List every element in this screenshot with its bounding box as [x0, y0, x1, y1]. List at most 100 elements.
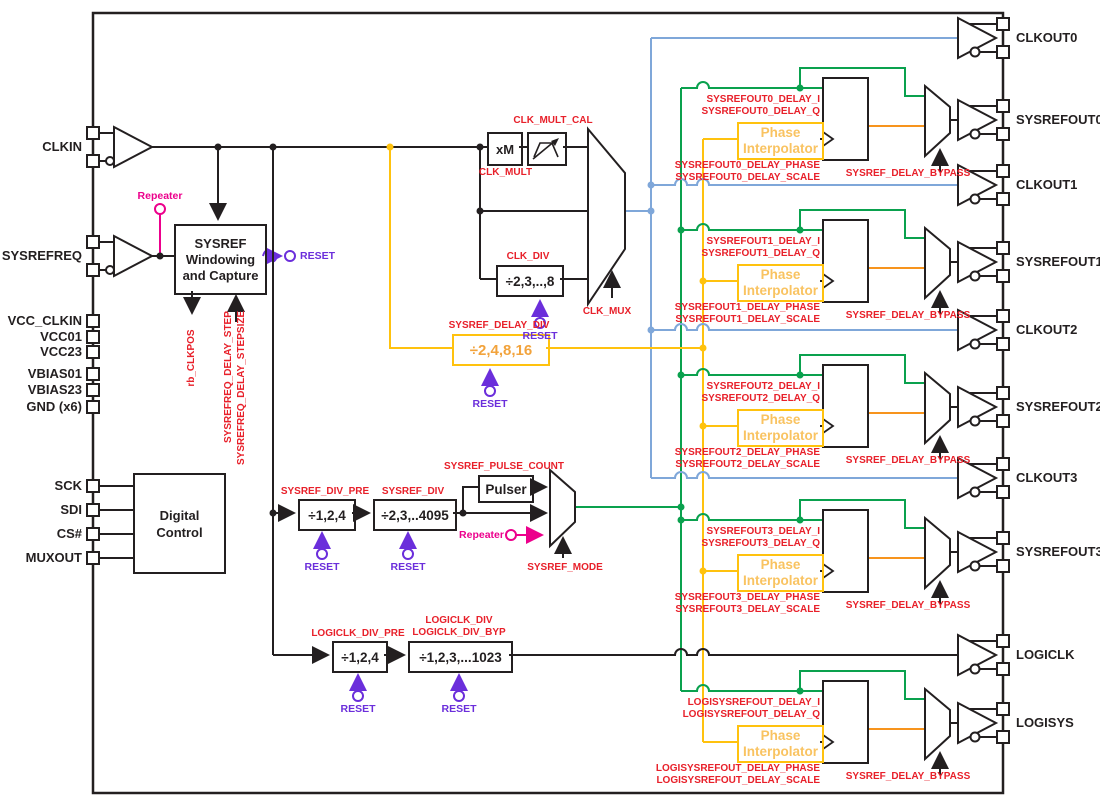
clk-mult-cal-block [527, 132, 567, 166]
sysrefout3-buffer [957, 530, 1010, 574]
pin-label-vbias01: VBIAS01 [27, 366, 82, 381]
reg-chL-bypass: SYSREF_DELAY_BYPASS [845, 771, 971, 782]
windowing-line2: Windowing [185, 251, 256, 267]
bypass-mux [924, 225, 951, 301]
piL-line2: Interpolator [742, 744, 818, 759]
logiclk-div-pre-value: ÷1,2,4 [341, 649, 379, 665]
clk-mult-block: xM [487, 132, 523, 166]
reg-chL-delay-phase: LOGISYSREFOUT_DELAY_PHASE [655, 763, 820, 774]
sysrefout1-buffer [957, 240, 1010, 284]
reg-ch1-delay-q: SYSREFOUT1_DELAY_Q [701, 248, 820, 259]
reg-clk-mult-cal: CLK_MULT_CAL [513, 115, 593, 126]
xm-label: xM [495, 141, 515, 157]
pin-label-sysrefout1: SYSREFOUT1 [1016, 254, 1100, 269]
sysrefout0-buffer [957, 98, 1010, 142]
output-buffers [957, 16, 1010, 745]
reg-ch3-delay-i: SYSREFOUT3_DELAY_I [706, 526, 820, 537]
reg-sysref-mode: SYSREF_MODE [527, 562, 603, 573]
pi1-line1: Phase [760, 267, 801, 282]
reg-ch2-delay-q: SYSREFOUT2_DELAY_Q [701, 393, 820, 404]
junction-dots [156, 143, 707, 575]
logiclk-div-value: ÷1,2,3,...1023 [419, 649, 502, 665]
capture-ff [822, 77, 869, 161]
repeater-top [154, 203, 166, 254]
digital-line1: Digital [159, 507, 200, 523]
sysref-channel-1 [681, 209, 958, 314]
pin-label-clkout0: CLKOUT0 [1016, 30, 1078, 45]
logisys-buffer [957, 701, 1010, 745]
delay-trunk [389, 139, 704, 742]
clkout-feeds [651, 37, 958, 479]
pi2-line2: Interpolator [742, 428, 818, 443]
reg-ch2-delay-scale: SYSREFOUT2_DELAY_SCALE [675, 459, 820, 470]
piL-line1: Phase [760, 728, 801, 743]
pin-label-vbias23: VBIAS23 [27, 382, 82, 397]
pi0-line1: Phase [760, 125, 801, 140]
capture-ff [822, 680, 869, 764]
bypass-mux [924, 83, 951, 159]
pin-label-clkout3: CLKOUT3 [1016, 470, 1078, 485]
sysref-div-value: ÷2,3,..4095 [381, 507, 449, 523]
clkout3-buffer [957, 456, 1010, 500]
logisys-channel [681, 670, 958, 775]
sysref-div-pre-block: ÷1,2,4 [298, 499, 356, 531]
waveform-cal-icon [532, 138, 559, 160]
clk-div-block: ÷2,3,..,8 [496, 265, 564, 297]
pin-label-clkout2: CLKOUT2 [1016, 322, 1078, 337]
reg-sysrefreq-delay-stepsize: SYSREFREQ_DELAY_STEPSIZE [236, 310, 247, 465]
repeater-label-mux: Repeater [459, 529, 504, 541]
reg-ch0-bypass: SYSREF_DELAY_BYPASS [845, 168, 971, 179]
reg-clk-div: CLK_DIV [506, 251, 550, 262]
reg-sysref-pulse-count: SYSREF_PULSE_COUNT [443, 461, 565, 472]
pin-label-vcc-clkin: VCC_CLKIN [7, 313, 82, 328]
pin-label-vcc23: VCC23 [40, 344, 82, 359]
left-pins [86, 126, 100, 565]
reg-rb-clkpos: rb_CLKPOS [186, 329, 197, 387]
reset-label-sysref-delay-div: RESET [472, 398, 508, 410]
pulser-label: Pulser [485, 481, 527, 497]
sysref-channel-3 [681, 499, 958, 604]
capture-ff [822, 219, 869, 303]
reset-label-clk-div: RESET [522, 330, 558, 342]
pi0-line2: Interpolator [742, 141, 818, 156]
reg-ch0-delay-i: SYSREFOUT0_DELAY_I [706, 94, 820, 105]
pin-label-vcc01: VCC01 [40, 329, 82, 344]
clock-trunk [625, 38, 652, 478]
clkin-input [99, 125, 487, 169]
pi3-line2: Interpolator [742, 573, 818, 588]
sysref-div-block: ÷2,3,..4095 [373, 499, 457, 531]
logiclk-buffer [957, 633, 1010, 677]
reg-ch0-delay-phase: SYSREFOUT0_DELAY_PHASE [674, 160, 820, 171]
reg-chL-delay-i: LOGISYSREFOUT_DELAY_I [687, 697, 820, 708]
pulser-block: Pulser [478, 475, 534, 503]
reg-ch2-delay-i: SYSREFOUT2_DELAY_I [706, 381, 820, 392]
pin-label-sysrefreq: SYSREFREQ [1, 248, 82, 263]
reg-clk-mult: CLK_MULT [478, 167, 533, 178]
pin-label-clkout1: CLKOUT1 [1016, 177, 1078, 192]
reg-sysref-div: SYSREF_DIV [381, 486, 445, 497]
reset-label-windowing: RESET [300, 250, 336, 262]
reg-sysrefreq-delay-step: SYSREFREQ_DELAY_STEP [223, 311, 234, 443]
reg-ch0-delay-scale: SYSREFOUT0_DELAY_SCALE [675, 172, 820, 183]
pin-label-muxout: MUXOUT [25, 550, 82, 565]
reset-label-sysref-div: RESET [390, 561, 426, 573]
pin-label-clkin: CLKIN [42, 139, 82, 154]
reg-ch2-bypass: SYSREF_DELAY_BYPASS [845, 455, 971, 466]
clkout1-buffer [957, 163, 1010, 207]
bypass-mux [924, 686, 951, 762]
reg-chL-delay-scale: LOGISYSREFOUT_DELAY_SCALE [656, 775, 820, 786]
sysref-delay-div-block: ÷2,4,8,16 [452, 334, 550, 366]
reg-ch3-delay-phase: SYSREFOUT3_DELAY_PHASE [674, 592, 820, 603]
capture-ff [822, 364, 869, 448]
pin-label-gnd: GND (x6) [26, 399, 82, 414]
sysref-div-chain [272, 147, 576, 655]
pi1-line2: Interpolator [742, 283, 818, 298]
reg-logiclk-div: LOGICLK_DIV [425, 615, 493, 626]
sysref-channel-2 [681, 354, 958, 459]
reg-ch1-delay-scale: SYSREFOUT1_DELAY_SCALE [675, 314, 820, 325]
sysref-channel-0 [681, 67, 958, 172]
